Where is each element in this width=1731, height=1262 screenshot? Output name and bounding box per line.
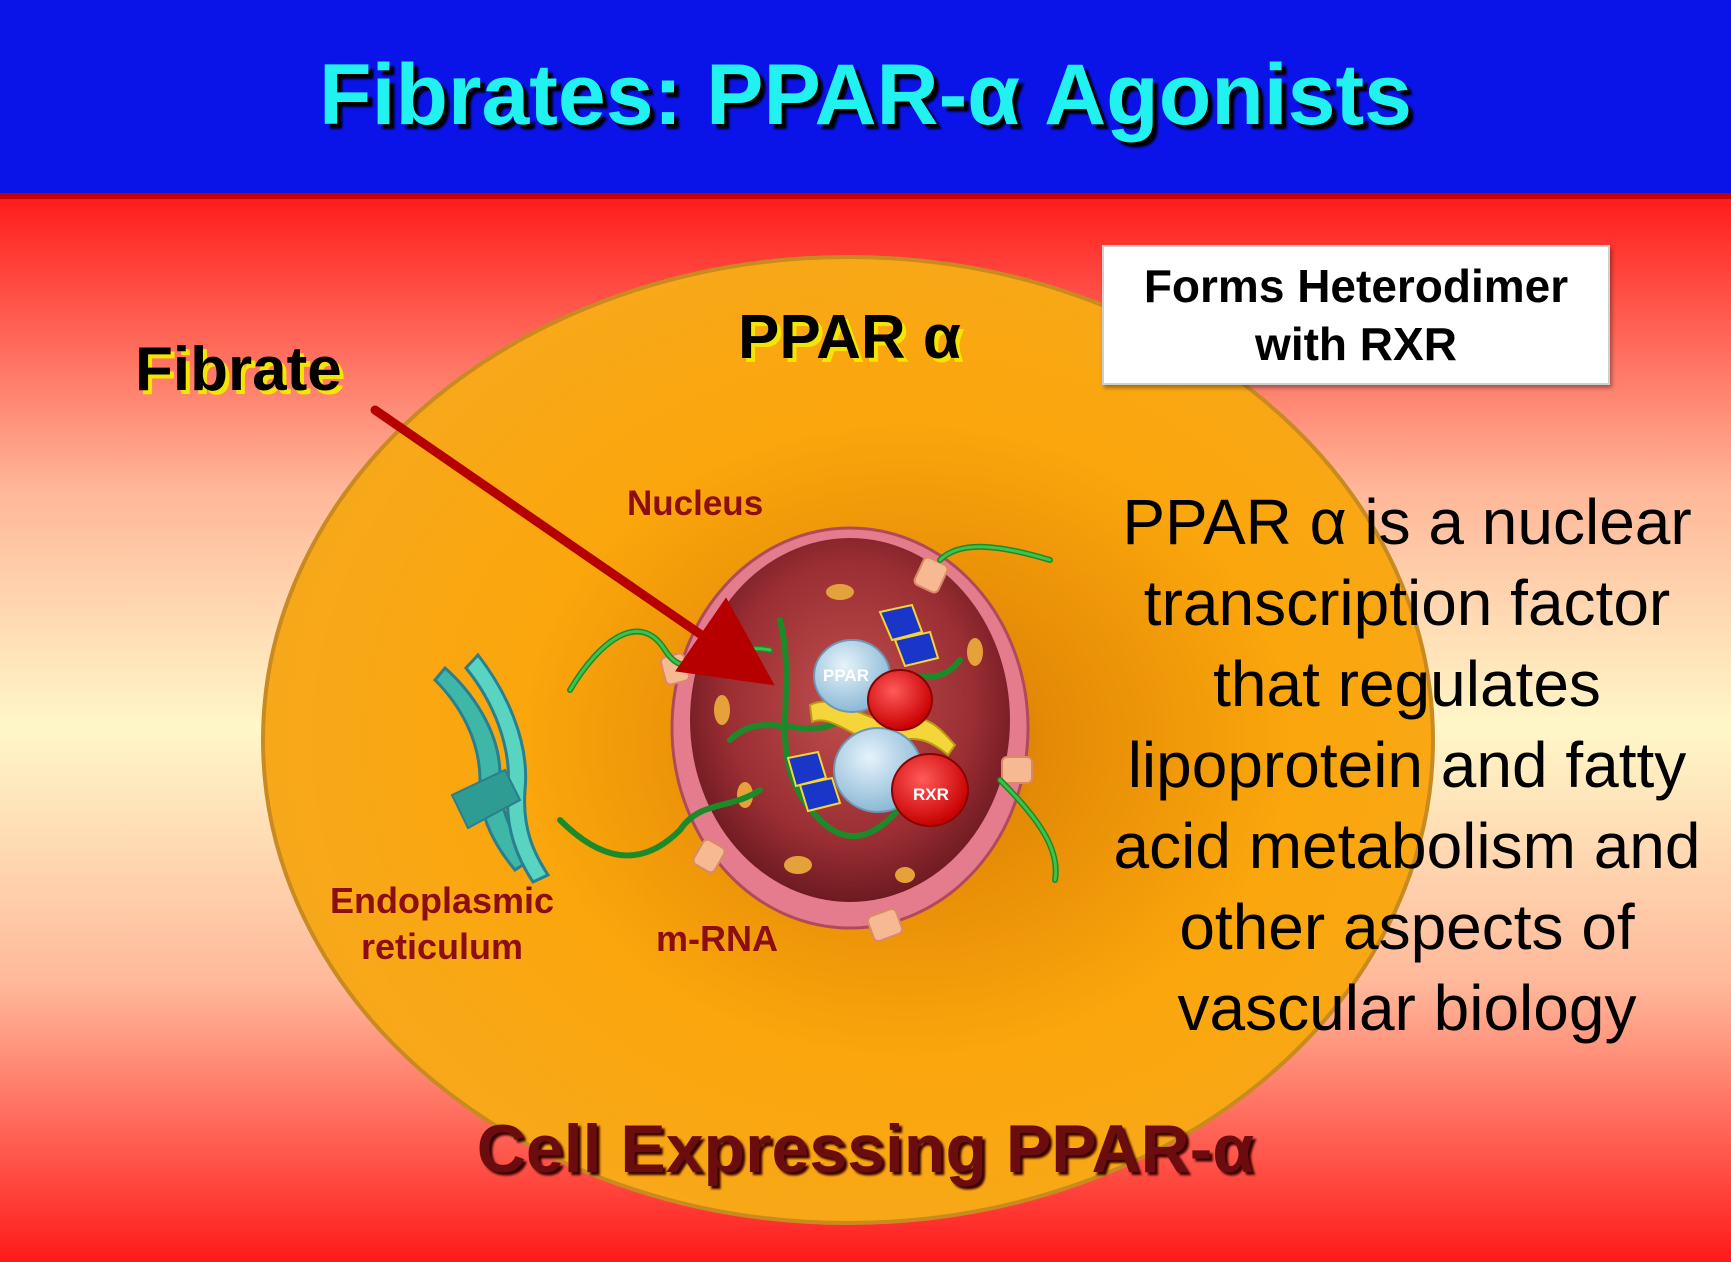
mrna-label: m-RNA	[656, 918, 778, 959]
nuclear-pores	[659, 556, 1033, 942]
fibrate-arrow	[370, 405, 775, 686]
blue-helices	[786, 603, 940, 813]
endoplasmic-reticulum-shape	[432, 652, 551, 884]
description-text: PPAR α is a nuclear transcription factor…	[1113, 486, 1701, 1044]
endoplasmic-reticulum-label: Endoplasmic reticulum	[329, 880, 555, 967]
ppar-protein-label: PPAR	[823, 666, 869, 685]
ppar-alpha-label: PPAR α	[738, 303, 961, 372]
title-bar: Fibrates: PPAR-α Agonists	[0, 0, 1731, 193]
cell-label: Cell Expressing PPAR-α	[476, 1111, 1255, 1187]
rxr-protein-upper	[867, 669, 933, 731]
rxr-protein-lower	[891, 753, 969, 827]
slide-title: Fibrates: PPAR-α Agonists	[319, 47, 1412, 143]
rxr-protein-label: RXR	[913, 785, 949, 804]
heterodimer-text: Forms Heterodimer with RXR	[1143, 260, 1569, 370]
fibrate-label: Fibrate	[135, 335, 342, 404]
heterodimer-callout: Forms Heterodimer with RXR	[1102, 245, 1610, 385]
nucleus-label: Nucleus	[627, 484, 764, 523]
